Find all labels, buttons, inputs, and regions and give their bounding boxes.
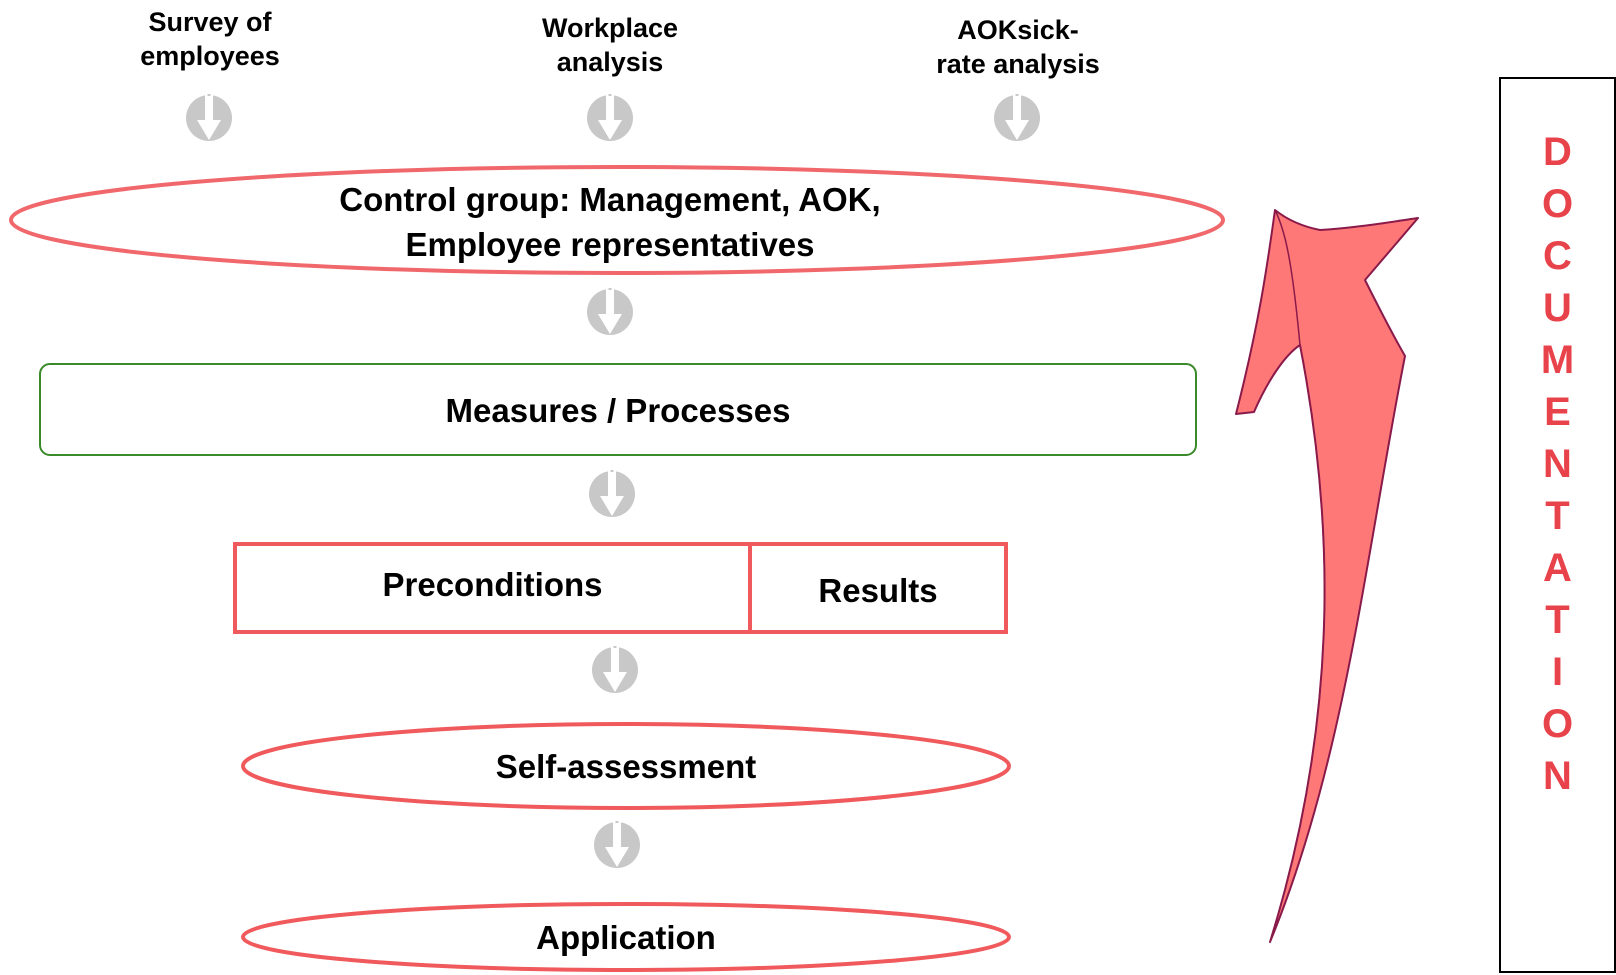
curved-up-arrow-icon — [1235, 209, 1419, 943]
curved-arrow-inner-edge — [1269, 209, 1326, 943]
preconditions-label: Preconditions — [382, 566, 603, 603]
source-label-line: employees — [140, 40, 280, 71]
source-label-line: rate analysis — [936, 48, 1100, 79]
documentation-letter: O — [1541, 702, 1574, 746]
documentation-letter: D — [1543, 130, 1572, 174]
source-label-survey: Survey of employees — [110, 6, 310, 74]
self-assessment-ellipse — [241, 722, 1011, 810]
application-label: Application — [536, 919, 716, 956]
results-label: Results — [818, 572, 938, 609]
documentation-letter: I — [1551, 650, 1564, 694]
documentation-letter: A — [1543, 546, 1572, 590]
source-label-line: Survey of — [148, 7, 272, 37]
control-group-label: Control group: Management, AOK, Employee… — [210, 177, 1010, 267]
documentation-letter: T — [1545, 598, 1570, 642]
measures-box — [39, 363, 1197, 456]
down-arrow-icon — [594, 821, 640, 868]
documentation-letter: N — [1543, 754, 1572, 798]
down-arrow-icon — [994, 94, 1040, 141]
documentation-letter: U — [1543, 286, 1572, 330]
source-label-aok: AOKsick- rate analysis — [898, 14, 1138, 82]
down-arrow-icon — [587, 288, 633, 335]
down-arrow-icon — [589, 470, 635, 517]
source-label-line: Workplace — [541, 13, 679, 43]
documentation-letter: E — [1544, 390, 1571, 434]
documentation-letter: M — [1540, 338, 1575, 382]
source-label-line: analysis — [556, 46, 664, 77]
documentation-letter: C — [1543, 234, 1572, 278]
results-box — [748, 542, 1008, 634]
source-label-workplace: Workplace analysis — [510, 12, 710, 80]
control-group-line2: Employee representatives — [405, 226, 815, 263]
down-arrow-icon — [592, 646, 638, 693]
application-ellipse — [241, 902, 1011, 972]
documentation-letter: T — [1545, 494, 1570, 538]
control-group-ellipse — [9, 165, 1225, 275]
down-arrow-icon — [587, 94, 633, 141]
documentation-letter: O — [1541, 182, 1574, 226]
down-arrow-icon — [186, 94, 232, 141]
measures-label: Measures / Processes — [445, 392, 791, 429]
self-assessment-label: Self-assessment — [495, 748, 757, 785]
control-group-line1: Control group: Management, AOK, — [339, 181, 881, 218]
documentation-box — [1499, 77, 1616, 973]
documentation-letter: N — [1543, 442, 1572, 486]
documentation-label: D O C U M E N T A T I O N — [1500, 126, 1615, 802]
source-label-line: AOKsick- — [957, 15, 1079, 45]
